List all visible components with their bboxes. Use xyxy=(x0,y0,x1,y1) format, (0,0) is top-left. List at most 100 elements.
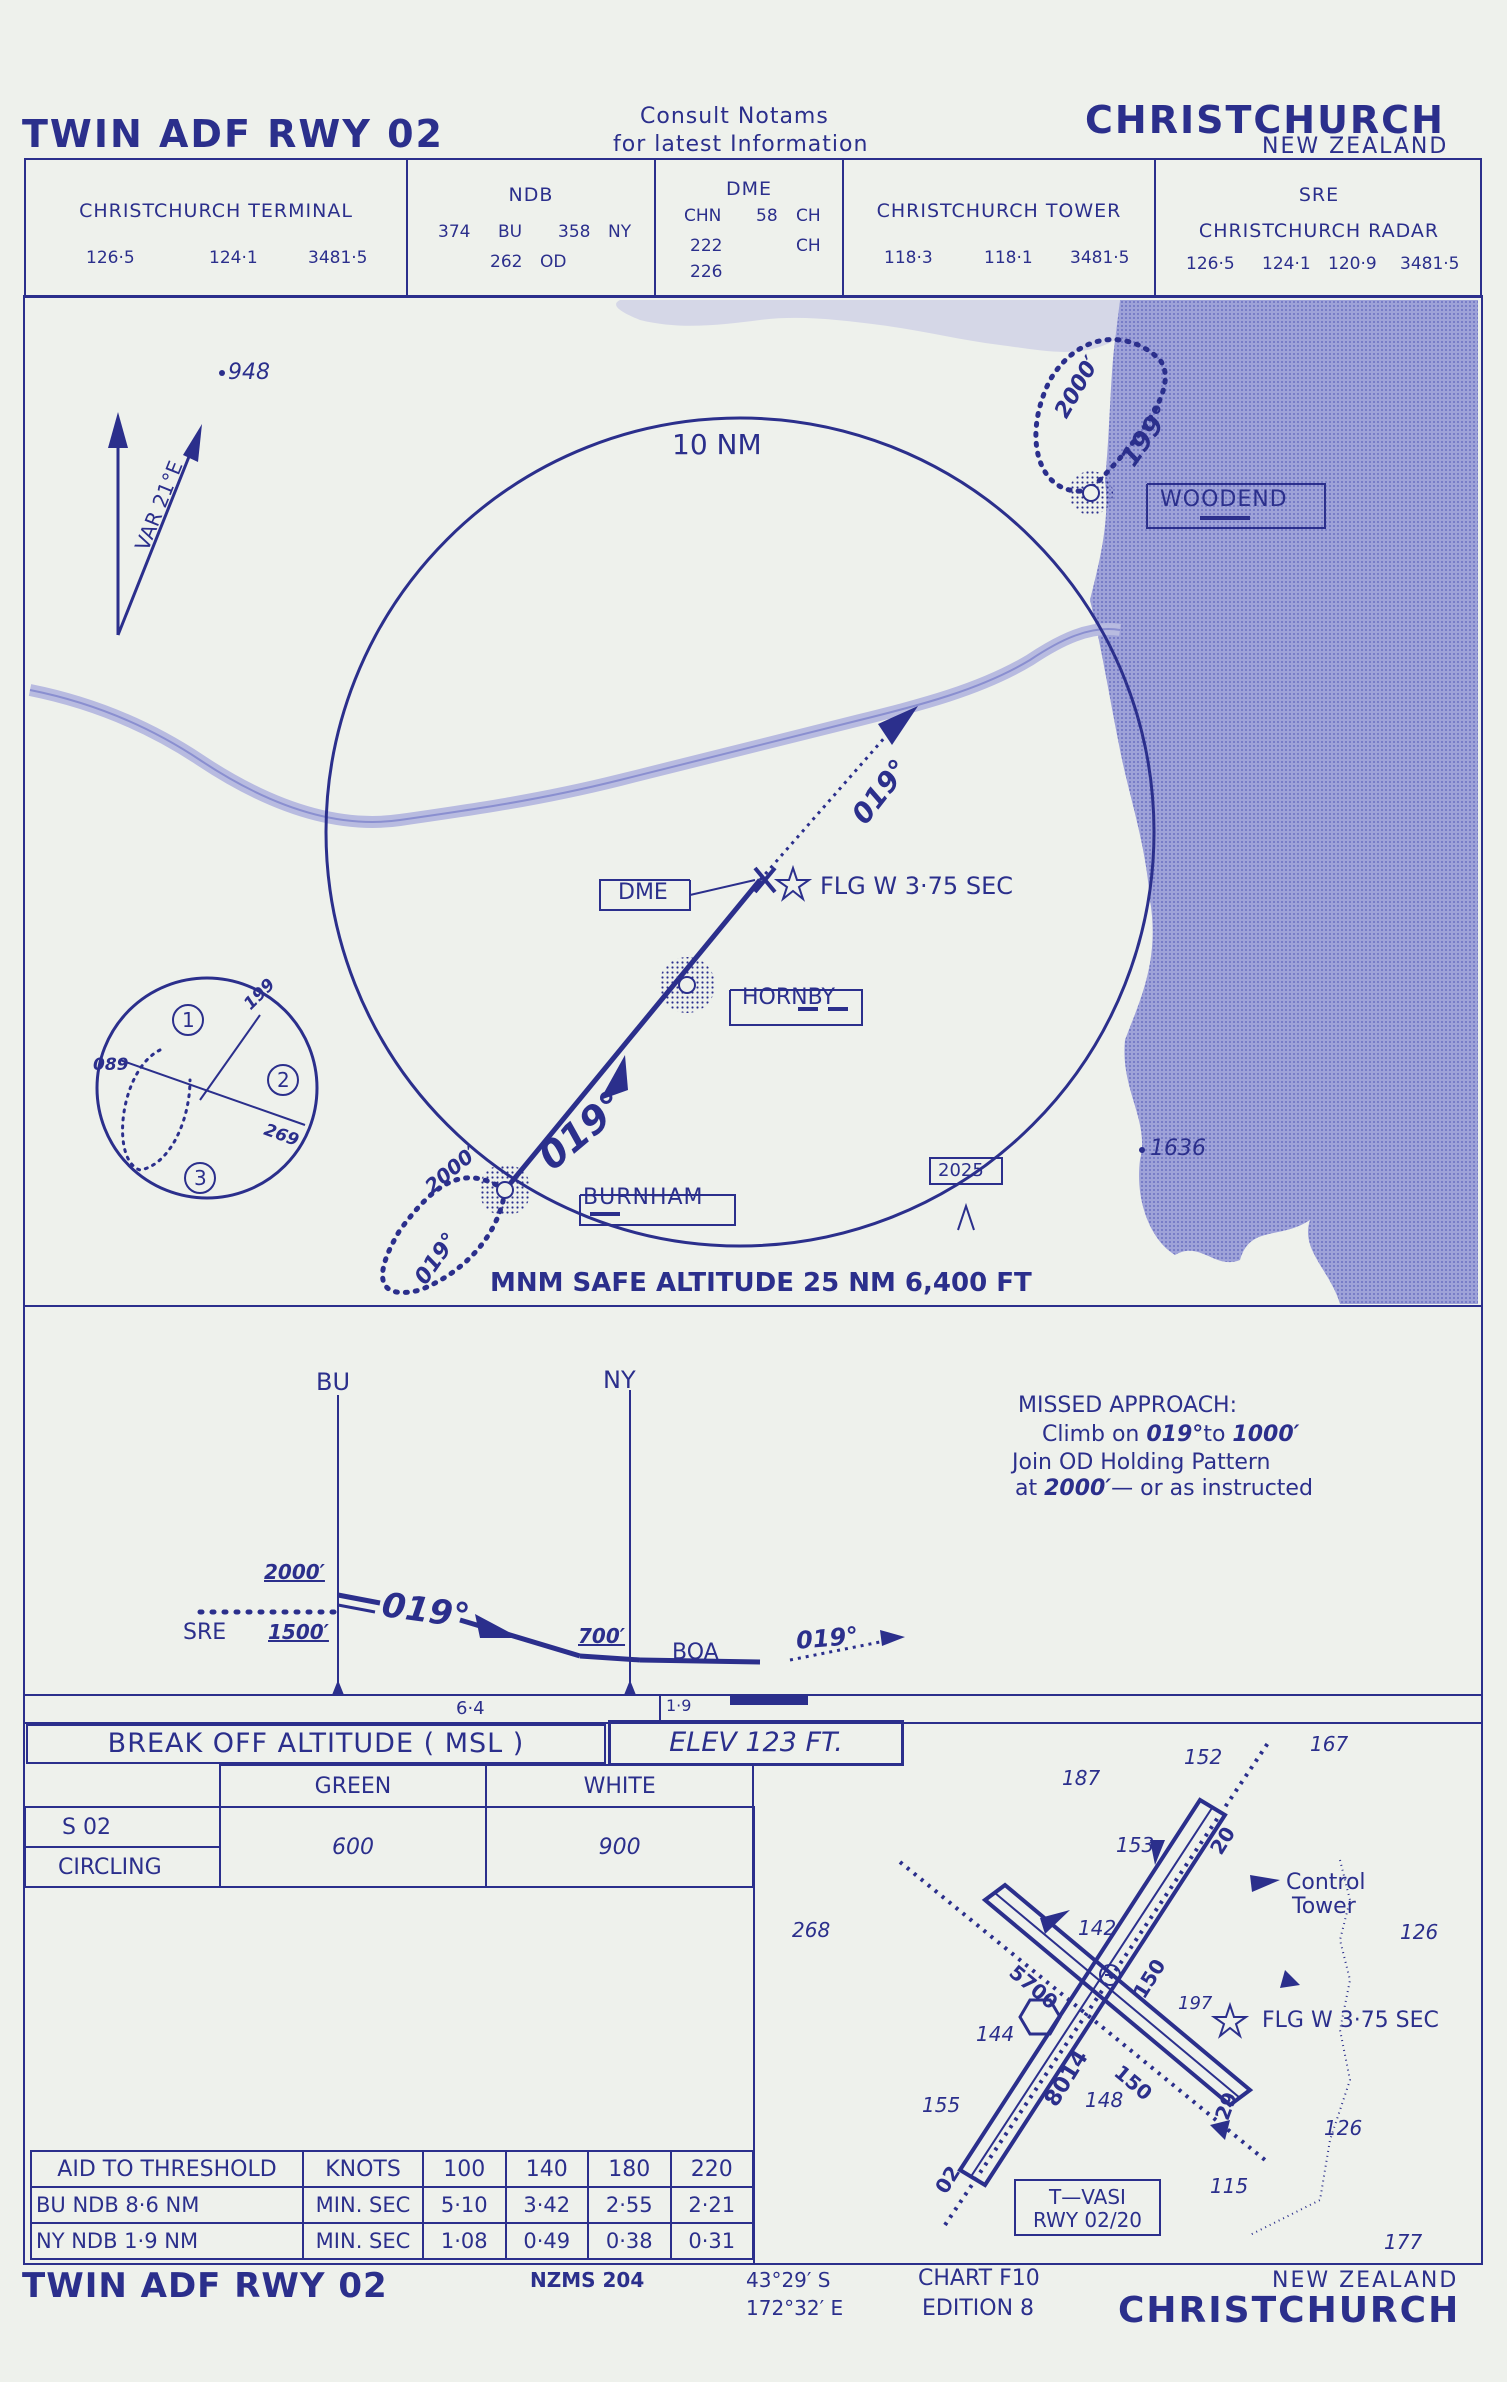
sre-name: SRE xyxy=(1298,184,1340,206)
ad-spot-126b: 126 xyxy=(1324,2116,1363,2140)
spot-948-dot xyxy=(219,370,225,376)
entry-diagram xyxy=(95,976,319,1200)
terminal-freq-3: 3481·5 xyxy=(308,248,368,268)
tower-freq-cell: CHRISTCHURCH TOWER 118·3 118·1 3481·5 xyxy=(844,160,1156,296)
woodend-hold xyxy=(1033,337,1168,515)
north-arrow xyxy=(108,412,202,636)
ad-spot-187: 187 xyxy=(1062,1766,1101,1790)
dme-226: 226 xyxy=(690,262,723,282)
footer-chart-number: CHART F10 xyxy=(918,2266,1040,2291)
river xyxy=(28,623,1121,828)
timing-header-180: 180 xyxy=(587,2150,672,2188)
timing-header-100: 100 xyxy=(422,2150,507,2188)
tvasi-line1: T—VASI xyxy=(1049,2185,1126,2209)
timing-ny-140: 0·49 xyxy=(504,2222,589,2260)
missed-approach-line1: Climb on 019°to 1000′ xyxy=(1042,1422,1300,1447)
profile-dist-1-9: 1·9 xyxy=(666,1696,692,1715)
aerodrome-flg-label: FLG W 3·75 SEC xyxy=(1262,2008,1439,2033)
terminal-freq-2: 124·1 xyxy=(209,248,258,268)
burnham-ident: BURNHAM xyxy=(583,1185,704,1210)
upper-shading xyxy=(616,300,1120,352)
ad-spot-126a: 126 xyxy=(1400,1920,1439,1944)
sea-shading xyxy=(1090,300,1478,1304)
dme-58: 58 xyxy=(756,206,778,226)
ndb-freq-cell: NDB 374 BU 358 NY 262 OD xyxy=(408,160,656,296)
profile-bu: BU xyxy=(316,1368,351,1396)
notam-note-line2: for latest Information xyxy=(613,132,869,157)
entry-sector-3: 3 xyxy=(194,1166,207,1190)
timing-ny-180: 0·38 xyxy=(587,2222,672,2260)
dme-ch-2: CH xyxy=(796,236,821,256)
profile-missed-course: 019° xyxy=(795,1621,860,1655)
ad-spot-144: 144 xyxy=(976,2022,1015,2046)
ndb-name: NDB xyxy=(508,184,554,206)
dme-name: DME xyxy=(725,178,773,200)
country-title: NEW ZEALAND xyxy=(1262,134,1449,159)
msa-label: MNM SAFE ALTITUDE 25 NM 6,400 FT xyxy=(490,1268,1032,1298)
timing-table: AID TO THRESHOLD KNOTS 100 140 180 220 B… xyxy=(30,2150,754,2260)
ndb-od: OD xyxy=(540,252,567,272)
sre-radar-name: CHRISTCHURCH RADAR xyxy=(1198,220,1440,242)
terminal-freq-1: 126·5 xyxy=(86,248,135,268)
footer-title: TWIN ADF RWY 02 xyxy=(22,2266,388,2306)
dme-ch-1: CH xyxy=(796,206,821,226)
profile-boa: BOA xyxy=(672,1640,719,1665)
footer-longitude: 172°32′ E xyxy=(746,2296,844,2320)
profile-sre: SRE xyxy=(183,1620,227,1645)
minima-table: GREEN WHITE S 02 600 900 CIRCLING xyxy=(24,1764,754,1888)
frequency-box: CHRISTCHURCH TERMINAL 126·5 124·1 3481·5… xyxy=(24,158,1482,298)
sre-freq-1: 126·5 xyxy=(1186,254,1235,274)
timing-bu-140: 3·42 xyxy=(504,2186,589,2224)
tower-freq-3: 3481·5 xyxy=(1070,248,1130,268)
ad-spot-152: 152 xyxy=(1184,1745,1223,1769)
woodend-ident: WOODEND xyxy=(1160,487,1288,512)
footer-nzms: NZMS 204 xyxy=(530,2268,645,2292)
minima-header-white: WHITE xyxy=(485,1764,754,1808)
timing-bu-220: 2·21 xyxy=(669,2186,754,2224)
profile-ny: NY xyxy=(603,1366,636,1394)
ndb-374: 374 xyxy=(438,222,471,242)
timing-header-knots: KNOTS xyxy=(302,2150,424,2188)
minima-header-green: GREEN xyxy=(218,1764,488,1808)
minima-row-circling: CIRCLING xyxy=(24,1846,221,1888)
aerodrome-diagram xyxy=(898,1738,1352,2236)
river-edge xyxy=(29,628,1121,823)
spot-1636-dot xyxy=(1139,1147,1145,1153)
ndb-262: 262 xyxy=(490,252,523,272)
approach-track xyxy=(503,706,918,1192)
dme-freq-cell: DME CHN 58 CH 222 CH 226 xyxy=(656,160,844,296)
timing-ny-220: 0·31 xyxy=(669,2222,754,2260)
ad-spot-268: 268 xyxy=(792,1918,831,1942)
ad-spot-197: 197 xyxy=(1178,1993,1213,2014)
minima-corner xyxy=(25,1765,221,1808)
tvasi-line2: RWY 02/20 xyxy=(1032,2208,1143,2232)
dme-ident: DME xyxy=(618,880,668,905)
city-title: CHRISTCHURCH xyxy=(1085,98,1445,142)
sre-freq-cell: SRE CHRISTCHURCH RADAR 126·5 124·1 120·9… xyxy=(1156,160,1482,296)
terminal-freq-cell: CHRISTCHURCH TERMINAL 126·5 124·1 3481·5 xyxy=(26,160,408,296)
timing-header-aid: AID TO THRESHOLD xyxy=(30,2150,304,2188)
minima-white-value: 900 xyxy=(485,1806,754,1888)
timing-ny-aid: NY NDB 1·9 NM xyxy=(30,2222,304,2260)
profile-alt-700: 700′ xyxy=(578,1624,626,1648)
timing-bu-100: 5·10 xyxy=(422,2186,507,2224)
terminal-name: CHRISTCHURCH TERMINAL xyxy=(79,200,353,222)
ndb-bu: BU xyxy=(498,222,523,242)
dme-fix xyxy=(753,864,813,902)
profile-dist-6-4: 6·4 xyxy=(456,1698,485,1719)
ad-spot-153: 153 xyxy=(1116,1833,1155,1857)
timing-ny-100: 1·08 xyxy=(422,2222,507,2260)
burnham-hold xyxy=(380,1164,531,1295)
spot-height-1636: 1636 xyxy=(1150,1136,1206,1161)
ident-boxes xyxy=(579,483,1326,1226)
hornby-ident: HORNBY xyxy=(742,985,835,1010)
obstacle-2025-label: 2025 xyxy=(938,1160,984,1181)
minima-row-s02: S 02 xyxy=(24,1806,221,1848)
timing-bu-aid: BU NDB 8·6 NM xyxy=(30,2186,304,2224)
missed-approach-title: MISSED APPROACH: xyxy=(1018,1393,1238,1418)
range-ring-label: 10 NM xyxy=(672,428,762,461)
entry-sector-1: 1 xyxy=(182,1008,195,1032)
missed-approach-line3: at 2000′— or as instructed xyxy=(1015,1476,1313,1501)
timing-header-140: 140 xyxy=(504,2150,589,2188)
